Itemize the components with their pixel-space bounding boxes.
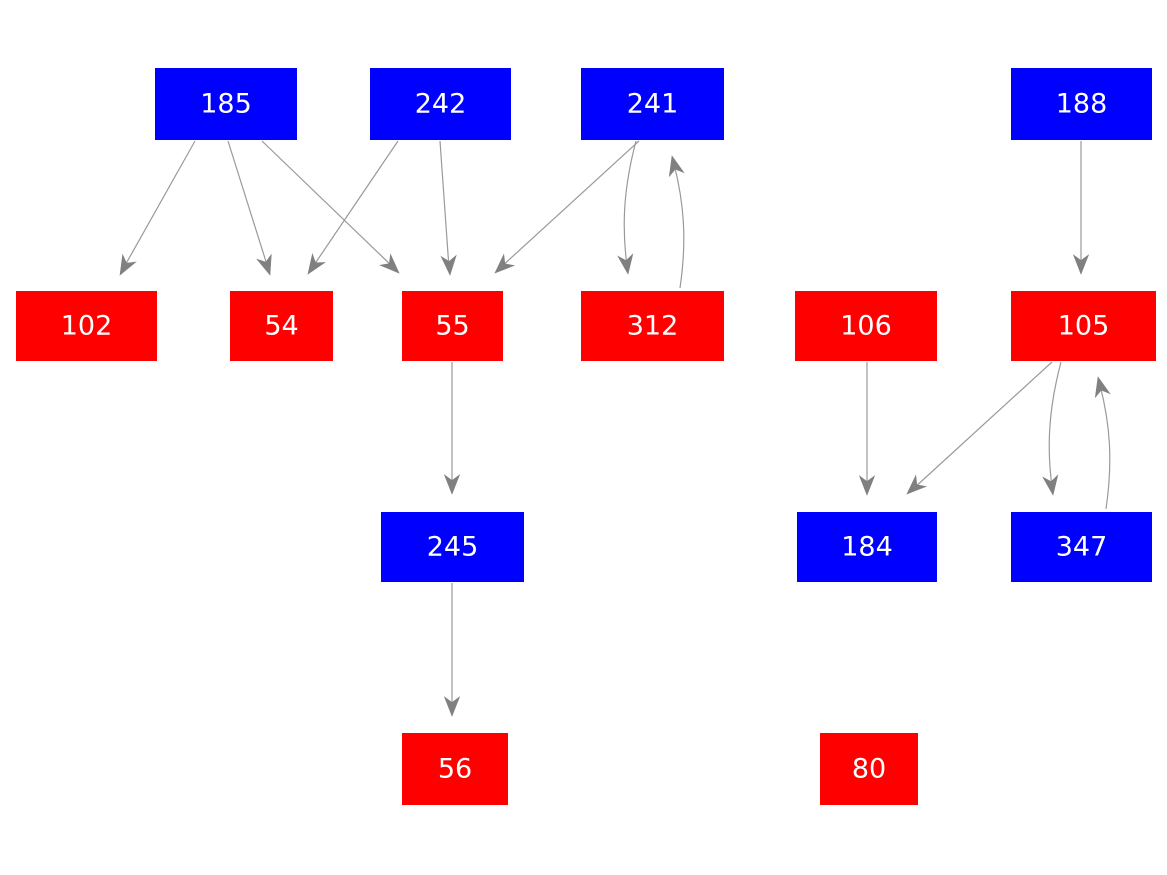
edge-line xyxy=(1048,361,1062,488)
graph-node-102[interactable]: 102 xyxy=(16,291,157,361)
arrow-head-icon xyxy=(668,155,685,178)
edge-105-to-347 xyxy=(1042,361,1062,496)
graph-node-105[interactable]: 105 xyxy=(1011,291,1156,361)
graph-node-106[interactable]: 106 xyxy=(795,291,937,361)
graph-node-184[interactable]: 184 xyxy=(797,512,937,582)
arrow-head-icon xyxy=(617,253,634,275)
edge-241-to-55 xyxy=(494,140,640,274)
graph-node-185[interactable]: 185 xyxy=(155,68,297,140)
node-box[interactable] xyxy=(820,733,918,805)
edge-105-to-184 xyxy=(906,361,1053,495)
arrow-head-icon xyxy=(906,474,928,495)
edge-185-to-54 xyxy=(227,140,272,276)
node-box[interactable] xyxy=(370,68,511,140)
arrow-head-icon xyxy=(307,252,326,275)
node-box[interactable] xyxy=(797,512,937,582)
arrow-head-icon xyxy=(443,696,461,717)
edge-185-to-55 xyxy=(261,140,400,274)
edges-layer xyxy=(119,140,1111,717)
arrow-head-icon xyxy=(858,475,876,496)
edge-line xyxy=(673,163,685,289)
edge-line xyxy=(499,140,640,269)
graph-node-312[interactable]: 312 xyxy=(581,291,724,361)
edge-line xyxy=(1099,384,1111,510)
edge-242-to-54 xyxy=(307,140,399,275)
edge-106-to-184 xyxy=(858,362,876,496)
edge-242-to-55 xyxy=(439,140,457,276)
graph-node-245[interactable]: 245 xyxy=(381,512,524,582)
arrow-head-icon xyxy=(256,253,272,276)
graph-node-56[interactable]: 56 xyxy=(402,733,508,805)
graph-node-242[interactable]: 242 xyxy=(370,68,511,140)
edge-312-to-241 xyxy=(668,155,685,289)
node-box[interactable] xyxy=(16,291,157,361)
graph-node-55[interactable]: 55 xyxy=(402,291,503,361)
arrow-head-icon xyxy=(1094,376,1111,399)
node-box[interactable] xyxy=(1011,68,1152,140)
node-box[interactable] xyxy=(795,291,937,361)
node-box[interactable] xyxy=(581,291,724,361)
edge-line xyxy=(912,361,1053,490)
arrow-head-icon xyxy=(379,253,400,274)
edge-188-to-105 xyxy=(1072,141,1090,275)
node-box[interactable] xyxy=(1011,512,1152,582)
edge-241-to-312 xyxy=(617,140,637,275)
node-box[interactable] xyxy=(402,733,508,805)
node-box[interactable] xyxy=(1011,291,1156,361)
edge-line xyxy=(311,140,399,269)
node-box[interactable] xyxy=(402,291,503,361)
edge-line xyxy=(439,140,450,269)
edge-185-to-102 xyxy=(119,140,196,276)
graph-node-347[interactable]: 347 xyxy=(1011,512,1152,582)
graph-node-241[interactable]: 241 xyxy=(581,68,724,140)
arrow-head-icon xyxy=(494,253,516,274)
graph-node-188[interactable]: 188 xyxy=(1011,68,1152,140)
arrow-head-icon xyxy=(440,254,457,276)
node-box[interactable] xyxy=(381,512,524,582)
edge-55-to-245 xyxy=(443,362,461,495)
edge-line xyxy=(261,140,395,269)
edge-line xyxy=(122,140,196,270)
edge-245-to-56 xyxy=(443,583,461,717)
graph-node-80[interactable]: 80 xyxy=(820,733,918,805)
node-box[interactable] xyxy=(230,291,333,361)
arrow-head-icon xyxy=(119,253,137,276)
graph-node-54[interactable]: 54 xyxy=(230,291,333,361)
node-box[interactable] xyxy=(155,68,297,140)
arrow-head-icon xyxy=(1042,474,1059,496)
edge-line xyxy=(623,140,637,267)
edge-line xyxy=(227,140,269,269)
node-box[interactable] xyxy=(581,68,724,140)
arrow-head-icon xyxy=(1072,254,1090,275)
arrow-head-icon xyxy=(443,474,461,495)
edge-347-to-105 xyxy=(1094,376,1111,510)
